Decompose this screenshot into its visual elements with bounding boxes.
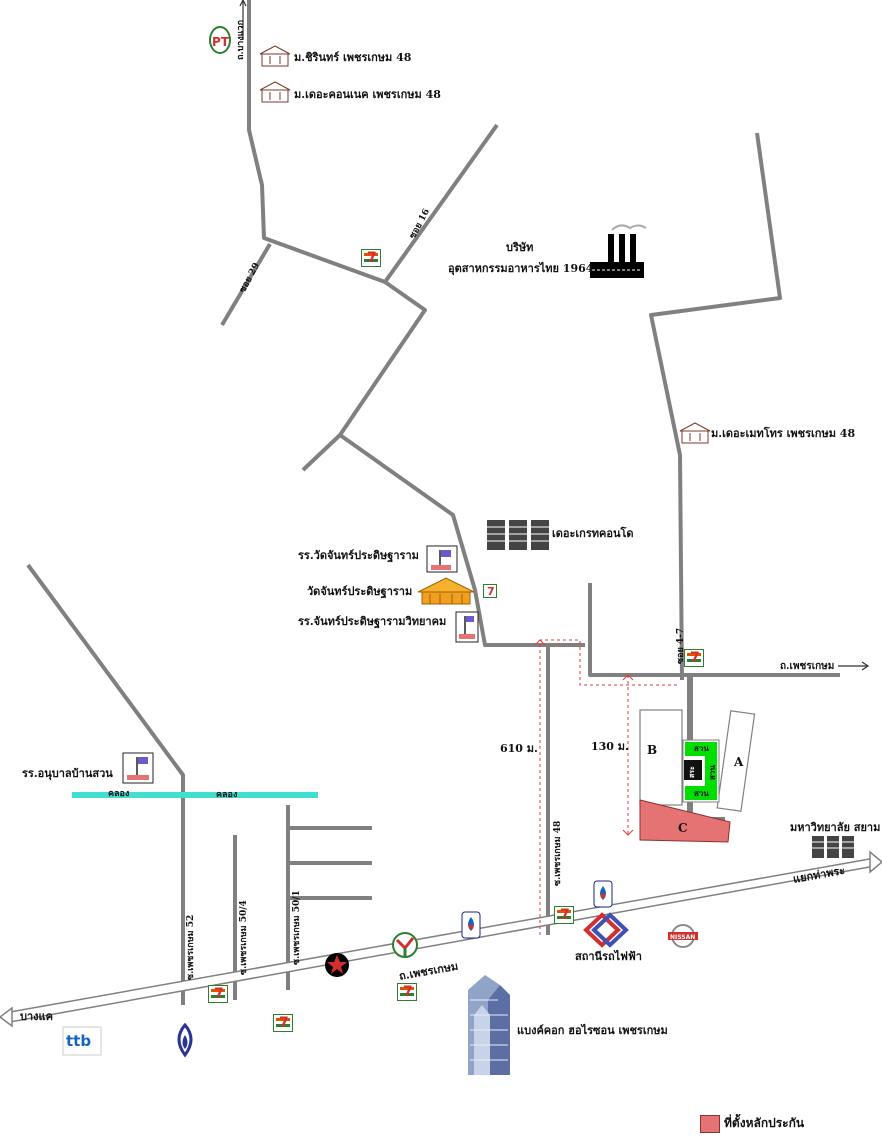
seven-eleven-icon: 7: [554, 906, 574, 924]
road-phetkasem-east: [588, 583, 840, 677]
caltex-icon: [325, 953, 349, 977]
east-road-arrow: [838, 661, 870, 671]
bts-station-label: สถานีรถไฟฟ้า: [575, 950, 642, 963]
house-icon-chirin: [259, 45, 291, 67]
road-left-diag: [26, 563, 185, 1005]
road-label-bang-khae: บางแค: [20, 1010, 53, 1023]
school-icon-wat: [426, 545, 458, 573]
plot-label-a: A: [734, 755, 744, 769]
garden-label-bottom: สวน: [694, 788, 709, 798]
legend-collateral-label: ที่ตั้งหลักประกัน: [724, 1116, 805, 1130]
distance-label-610: 610 ม.: [500, 742, 538, 755]
school-icon-anuban: [122, 752, 154, 784]
pool: [684, 760, 702, 780]
garden-label-side: สวน: [707, 765, 717, 780]
seven-eleven-icon: 7: [397, 983, 417, 1001]
seven-eleven-icon: 7: [273, 1014, 293, 1032]
nissan-text: NISSAN: [670, 934, 695, 941]
road-soi16: [383, 123, 499, 284]
road-label-soi52: ซ.เพชรเกษม 52: [186, 914, 196, 980]
garden-bottom: [685, 786, 717, 800]
garden-top: [685, 742, 717, 756]
hospital-building-icon: [468, 975, 510, 1075]
temple-label: วัดจันทร์ประดิษฐาราม: [307, 585, 413, 598]
legend-collateral-swatch: [700, 1115, 720, 1133]
canal-label-1: คลอง: [108, 789, 130, 799]
road-branch-left: [301, 433, 342, 472]
north-road-arrow: [239, 0, 247, 40]
bts-station-icon: [583, 912, 629, 948]
pt-logo: PT: [209, 26, 231, 54]
siam-university-label: มหาวิทยาลัย สยาม: [790, 821, 881, 834]
building-a: [716, 710, 756, 812]
pool-label: สระ: [687, 766, 696, 778]
village-label-chirin: ม.ชิรินทร์ เพชรเกษม 48: [294, 51, 412, 64]
road-soi29: [220, 242, 272, 327]
ptt-icon-2: [593, 880, 613, 908]
seven-eleven-icon: 7: [684, 649, 704, 667]
plot-label-c: C: [678, 821, 688, 835]
seven-eleven-icon: 7: [483, 584, 497, 598]
collateral-plot-c: [639, 799, 731, 843]
seven-eleven-icon: 7: [208, 985, 228, 1003]
canal-label-2: คลอง: [216, 790, 238, 800]
ttb-icon: ttb: [62, 1026, 102, 1056]
factory-label-line1: บริษัท: [506, 241, 534, 254]
road-label-soi50-1: ซ.เพชรเกษม 50/1: [292, 890, 302, 965]
seven-eleven-label: 7: [367, 250, 377, 266]
seven-eleven-label: 7: [560, 907, 570, 923]
plot-label-b: B: [647, 743, 658, 757]
ttb-text: ttb: [66, 1032, 91, 1050]
school-label-wat: รร.วัดจันทร์ประดิษฐาราม: [298, 549, 419, 562]
village-label-metro: ม.เดอะเมทโทร เพชรเกษม 48: [711, 427, 856, 440]
building-b: [639, 709, 683, 806]
temple-icon: [417, 577, 475, 605]
seven-eleven-label: 7: [690, 650, 700, 666]
school-label-witthayakhom: รร.จันทร์ประดิษฐารามวิทยาคม: [298, 615, 447, 628]
factory-icon: [590, 224, 647, 278]
school-label-anuban: รร.อนุบาลบ้านสวน: [22, 767, 113, 780]
garden-side: [705, 756, 717, 786]
seven-eleven-label: 7: [403, 984, 413, 1000]
road-factory: [649, 132, 782, 681]
house-icon-metro: [679, 422, 711, 444]
distance-label-130: 130 ม.: [591, 740, 629, 753]
phetkasem-main-road: [0, 850, 882, 1028]
hospital-label: แบงค์คอก ฮอไรซอน เพชรเกษม: [517, 1024, 668, 1037]
bank-lotus-icon: [177, 1022, 193, 1058]
nissan-icon: NISSAN: [668, 924, 698, 948]
pt-logo-text: PT: [212, 35, 230, 49]
village-label-connect: ม.เดอะคอนเนค เพชรเกษม 48: [294, 88, 441, 101]
road-label-soi50-4: ซ.เพชรเกษม 50/4: [239, 900, 249, 975]
garden-label-top: สวน: [694, 743, 709, 753]
seven-eleven-label: 7: [487, 585, 495, 598]
condo-icon-siam: [812, 836, 854, 858]
road-label-soi48: ซ.เพชรเกษม 48: [553, 820, 563, 886]
ptt-icon-1: [461, 911, 481, 939]
road-label-bangwaek: ถ.บางแวก: [236, 19, 246, 60]
road-label-phetkasem-east: ถ.เพชรเกษม: [780, 661, 835, 672]
condo-label-great: เดอะเกรทคอนโด: [552, 527, 634, 540]
bangchak-icon: [392, 932, 418, 958]
distance-lines: [534, 639, 680, 935]
road-network: [26, 0, 840, 1005]
school-icon-witthayakhom: [455, 611, 479, 643]
house-icon-connect: [259, 81, 291, 103]
plot-area: [639, 709, 756, 843]
road-label-soi4-7: ซอย 4-7: [676, 627, 686, 664]
factory-label-line2: อุตสาหกรรมอาหารไทย 1964: [448, 262, 594, 275]
seven-eleven-icon: 7: [361, 249, 381, 267]
seven-eleven-label: 7: [279, 1015, 289, 1031]
condo-icon-great: [487, 520, 549, 550]
road-bangwaek: [247, 0, 585, 647]
seven-eleven-label: 7: [214, 986, 224, 1002]
